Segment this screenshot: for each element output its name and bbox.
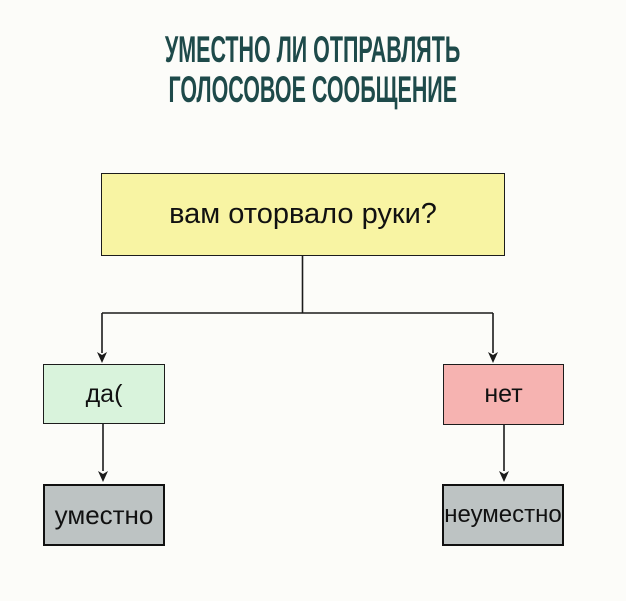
arrowhead-icon: [499, 471, 509, 482]
node-question-label: вам оторвало руки?: [169, 198, 437, 230]
title-line-2: ГОЛОСОВОЕ СООБЩЕНИЕ: [168, 69, 458, 110]
node-result-inappropriate-label: неуместно: [444, 501, 562, 528]
node-yes-label: да(: [85, 379, 123, 408]
node-question: вам оторвало руки?: [101, 173, 505, 256]
node-result-inappropriate: неуместно: [442, 484, 564, 546]
title-line-1: УМЕСТНО ЛИ ОТПРАВЛЯТЬ: [165, 29, 461, 70]
node-no: нет: [443, 364, 564, 425]
arrowhead-icon: [97, 352, 107, 363]
arrowhead-icon: [488, 352, 498, 363]
node-result-appropriate-label: уместно: [54, 499, 154, 530]
arrowhead-icon: [98, 471, 108, 482]
node-yes: да(: [43, 364, 165, 424]
page-title: УМЕСТНО ЛИ ОТПРАВЛЯТЬ ГОЛОСОВОЕ СООБЩЕНИ…: [0, 30, 626, 110]
node-result-appropriate: уместно: [43, 484, 165, 546]
node-no-label: нет: [484, 380, 523, 408]
